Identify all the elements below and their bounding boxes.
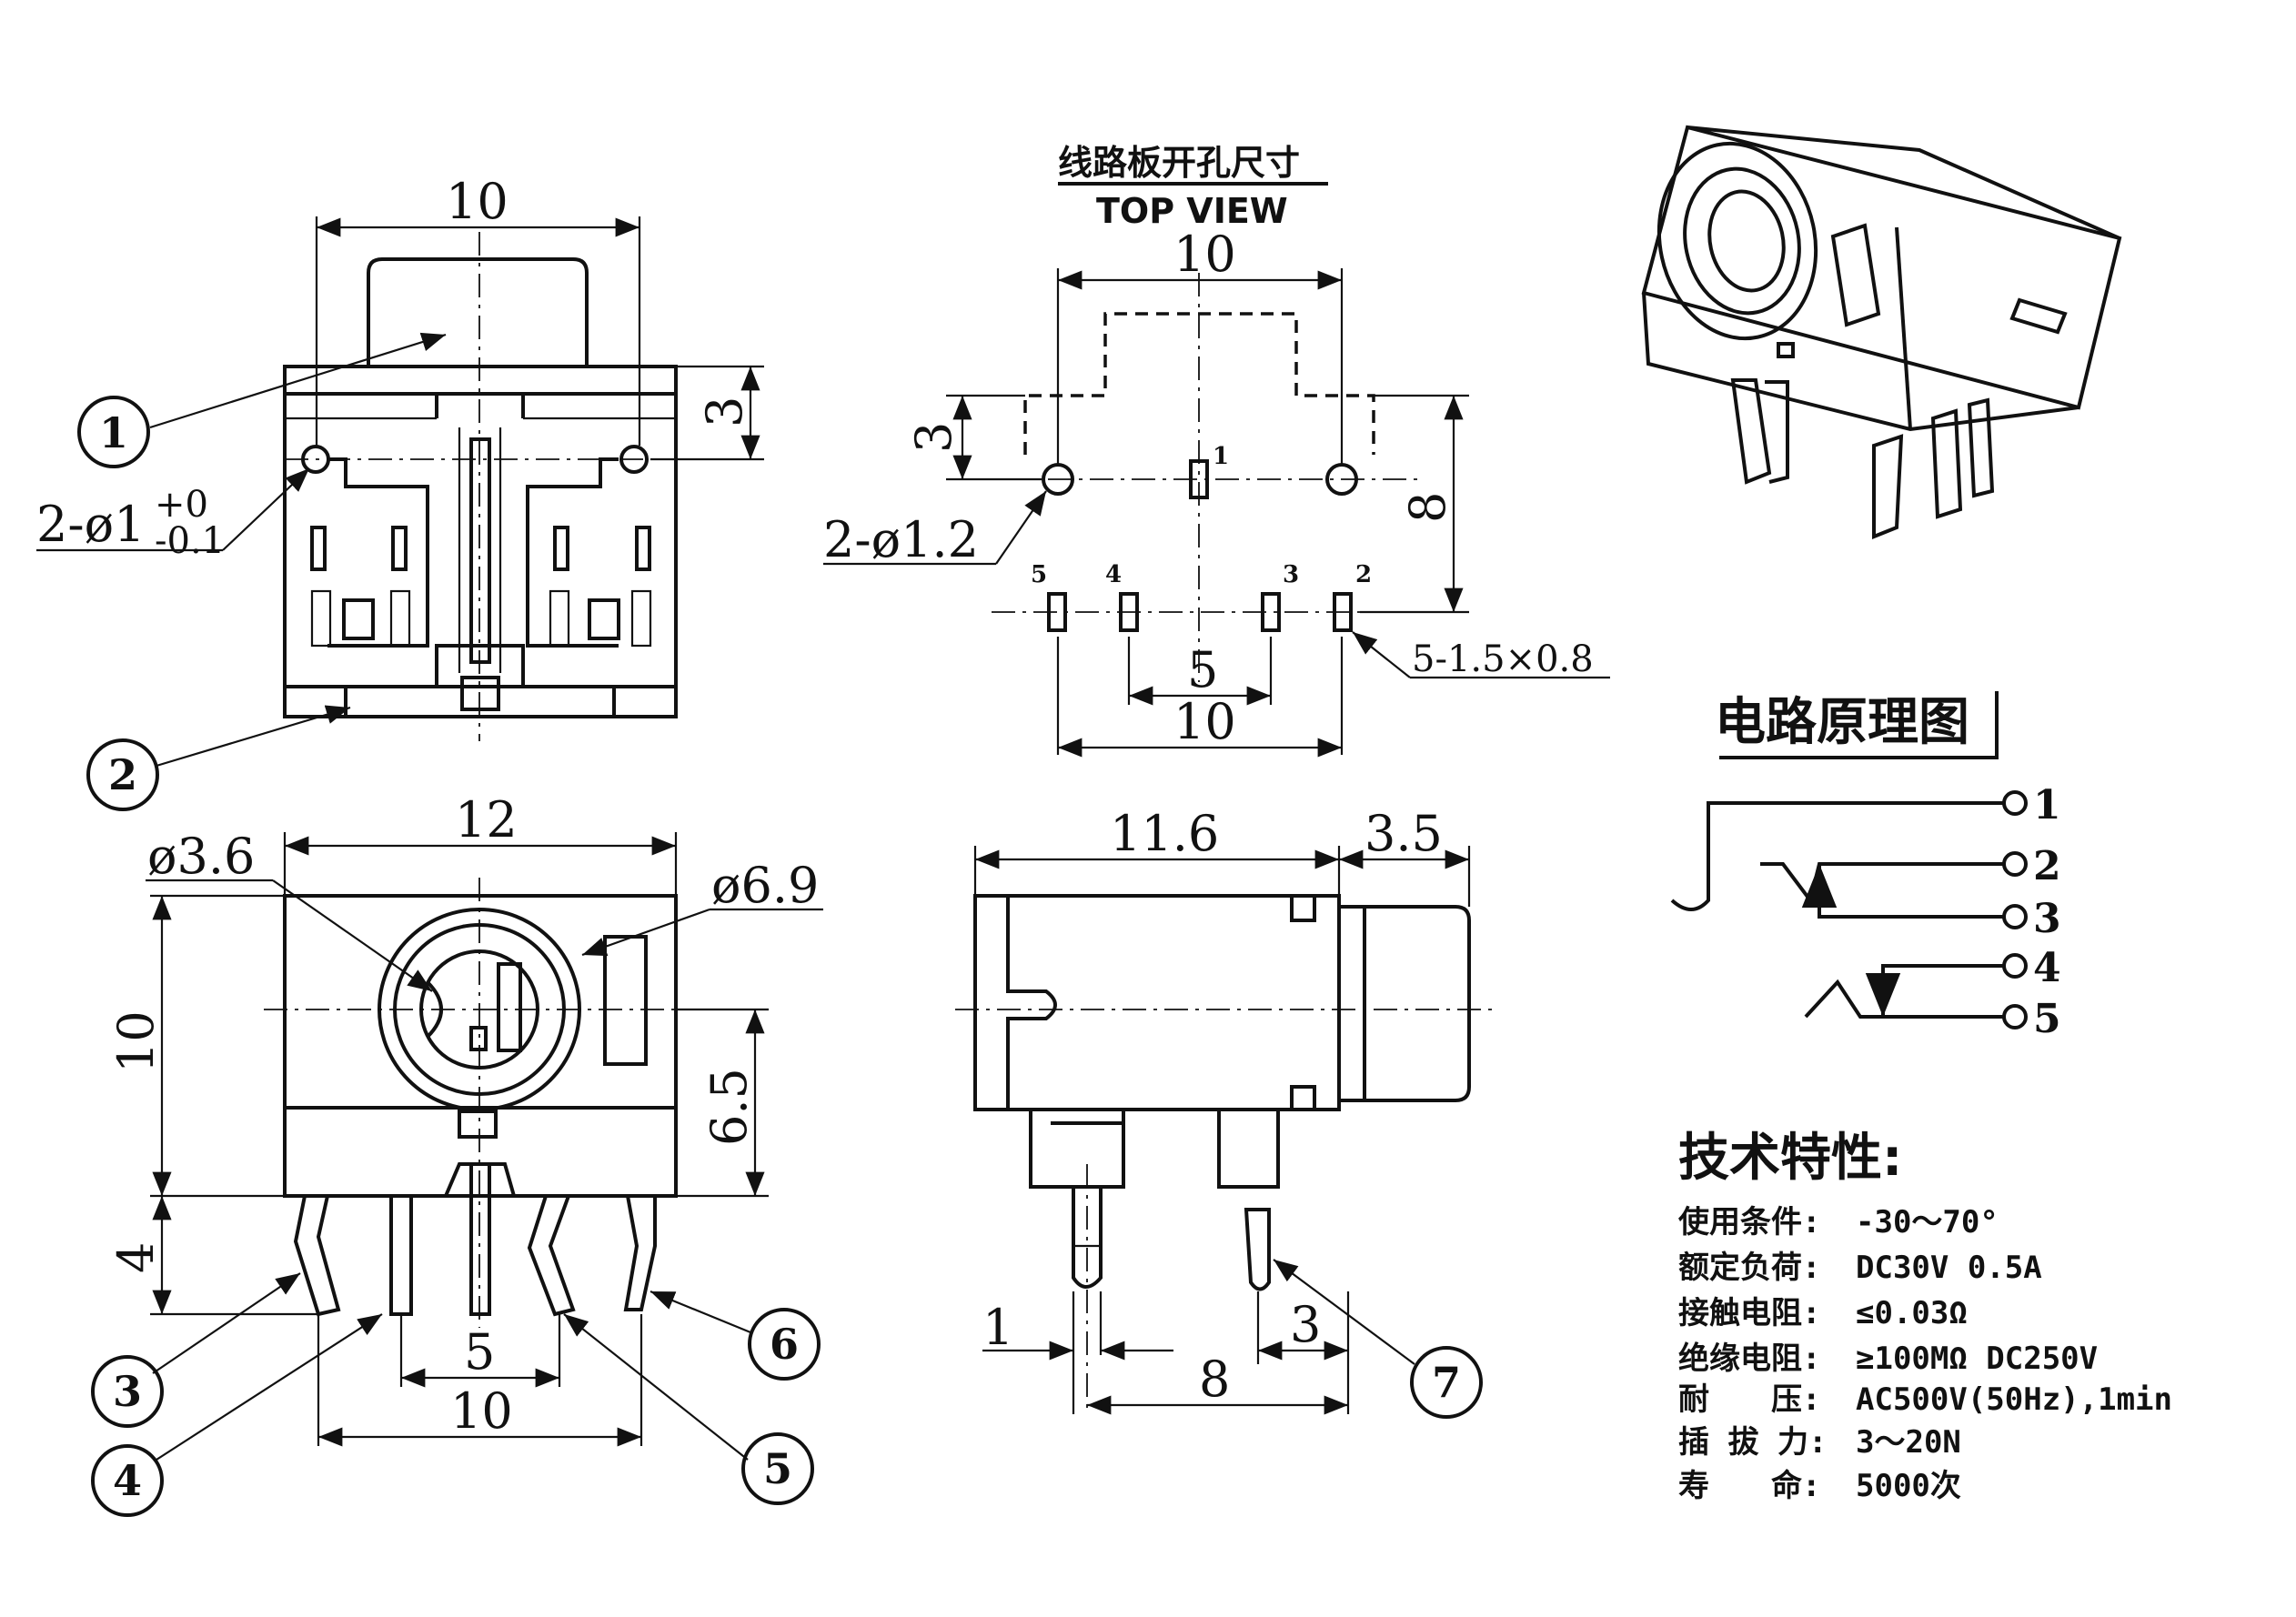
side-view-left: 12 10 4 6.5 5 10 ø3.6 ø6.9 3 4 [91, 791, 823, 1517]
right-dim-nose: 3.5 [1365, 805, 1443, 862]
side-dim-10: 10 [450, 1382, 513, 1440]
spec-label-4: 耐 压: [1678, 1381, 1820, 1418]
front-hole-tol-lower: -0.1 [155, 520, 225, 562]
spec-label-1: 额定负荷: [1678, 1250, 1820, 1286]
top-view-title-cn: 线路板开孔尺寸 [1058, 143, 1300, 183]
schematic-pin-1: 1 [2033, 782, 2061, 829]
top-dim-width-bottom: 10 [1173, 693, 1236, 750]
callout-1: 1 [99, 408, 128, 457]
schematic: 电路原理图 1 2 3 4 5 [1670, 691, 2061, 1042]
spec-value-1: DC30V 0.5A [1856, 1250, 2042, 1286]
schematic-pin-5: 5 [2033, 996, 2061, 1042]
spec-value-0: -30～70° [1856, 1204, 1999, 1240]
spec-value-3: ≥100MΩ DC250V [1856, 1341, 2098, 1377]
side-dim-dia-outer: ø6.9 [711, 857, 819, 914]
side-dim-width: 12 [455, 791, 518, 849]
callout-3: 3 [113, 1367, 142, 1416]
schematic-pin-4: 4 [2033, 945, 2061, 991]
spec-value-6: 5000次 [1856, 1468, 1961, 1504]
spec-label-3: 绝缘电阻: [1678, 1341, 1820, 1377]
pad-label-5: 5 [1031, 561, 1047, 588]
front-dim-height: 3 [696, 397, 753, 427]
schematic-pin-3: 3 [2033, 896, 2061, 942]
top-dim-height-8: 8 [1399, 492, 1456, 523]
callout-4: 4 [113, 1456, 142, 1505]
pad-label-1: 1 [1213, 443, 1229, 470]
callout-5: 5 [763, 1444, 792, 1493]
top-dim-5: 5 [1187, 641, 1218, 698]
front-hole-label: 2-ø1 [36, 496, 145, 553]
spec-value-2: ≤0.03Ω [1856, 1295, 1968, 1331]
pad-label-2: 2 [1355, 561, 1372, 588]
front-view: 10 3 2-ø1 +0 -0.1 1 2 [36, 173, 764, 811]
spec-label-5: 插 拔 力: [1678, 1424, 1827, 1461]
side-dim-height: 10 [107, 1010, 165, 1073]
right-dim-body: 11.6 [1110, 805, 1219, 862]
spec-value-4: AC500V(50Hz),1min [1856, 1381, 2172, 1418]
spec-label-2: 接触电阻: [1678, 1295, 1820, 1331]
spec-label-0: 使用条件: [1677, 1204, 1820, 1240]
top-hole-label: 2-ø1.2 [823, 511, 979, 568]
callout-2: 2 [108, 750, 137, 799]
pad-label-3: 3 [1283, 561, 1299, 588]
top-view: 线路板开孔尺寸 TOP VIEW 1 5 4 3 2 10 3 8 [823, 143, 1610, 758]
spec-value-5: 3～20N [1856, 1424, 1961, 1461]
top-pad-label: 5-1.5×0.8 [1412, 638, 1594, 680]
side-dim-center: 6.5 [700, 1068, 758, 1146]
top-view-title-en: TOP VIEW [1096, 191, 1288, 231]
callout-6: 6 [770, 1320, 799, 1369]
right-dim-1: 1 [982, 1299, 1013, 1356]
pad-label-4: 4 [1105, 561, 1122, 588]
specs-block: 技术特性: 使用条件: -30～70° 额定负荷: DC30V 0.5A 接触电… [1677, 1129, 2172, 1504]
side-dim-pin-len: 4 [107, 1242, 165, 1273]
side-view-right: 11.6 3.5 1 3 8 7 [955, 805, 1492, 1419]
schematic-pin-2: 2 [2033, 843, 2061, 889]
front-dim-width: 10 [446, 173, 509, 230]
right-dim-3: 3 [1290, 1296, 1321, 1353]
front-hole-tol-upper: +0 [155, 484, 208, 526]
specs-title: 技术特性: [1678, 1129, 1902, 1188]
spec-label-6: 寿 命: [1678, 1468, 1820, 1504]
top-dim-width-top: 10 [1173, 226, 1236, 283]
schematic-title: 电路原理图 [1715, 693, 1969, 752]
side-dim-dia-inner: ø3.6 [147, 828, 255, 885]
right-dim-8: 8 [1199, 1351, 1230, 1408]
callout-7: 7 [1432, 1358, 1461, 1407]
side-dim-5: 5 [464, 1323, 495, 1381]
top-dim-height-3: 3 [905, 422, 962, 453]
isometric-view [1641, 125, 2122, 539]
